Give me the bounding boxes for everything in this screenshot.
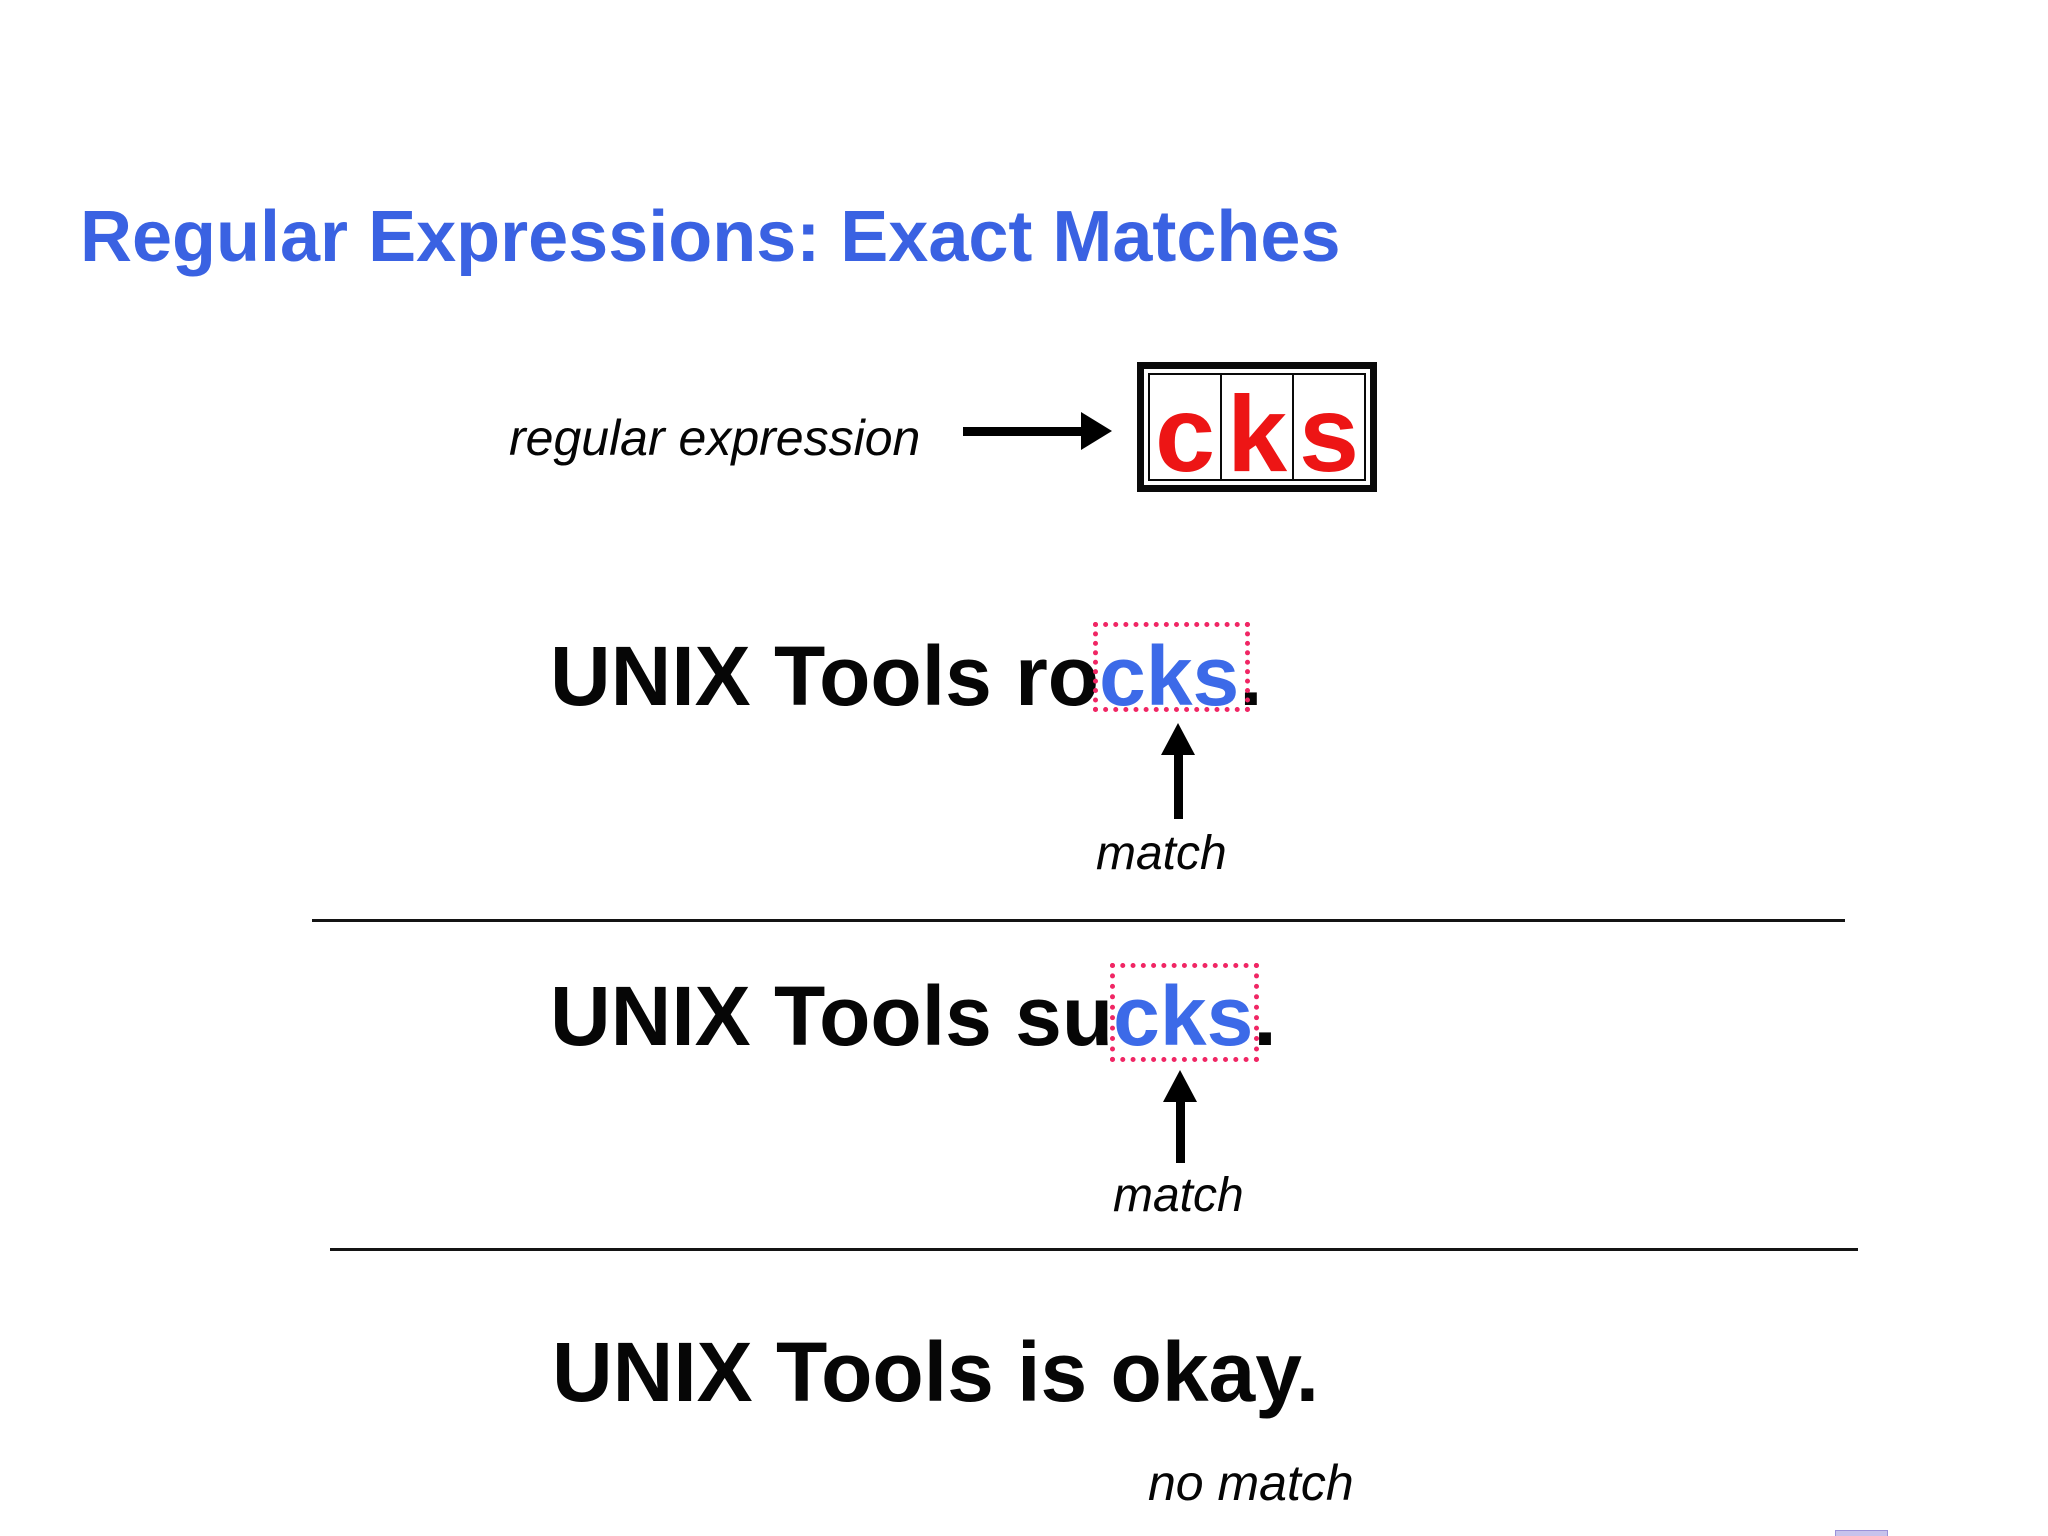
example-sentence-3: UNIX Tools is okay. xyxy=(552,1330,1319,1414)
up-arrow-icon-2 xyxy=(1163,1070,1197,1102)
sentence-2-match-wrap: cks xyxy=(1110,963,1260,1062)
sentence-2-pre: UNIX Tools su xyxy=(550,969,1114,1063)
sentence-2-matched-text: cks xyxy=(1113,969,1254,1063)
right-arrow-head-icon xyxy=(1081,412,1112,450)
regex-cell-s: s xyxy=(1294,375,1364,493)
match-label-1: match xyxy=(1096,827,1227,880)
right-arrow-icon xyxy=(963,427,1081,436)
regex-cell-c: c xyxy=(1150,375,1222,493)
sentence-1-match-wrap: cks xyxy=(1093,622,1251,718)
regex-pattern-box: c k s xyxy=(1137,362,1377,493)
regex-letter-k: k xyxy=(1226,373,1288,494)
sentence-1-pre: UNIX Tools ro xyxy=(550,629,1100,723)
partial-scrollbar-fragment[interactable] xyxy=(1835,1530,1888,1536)
section-divider-1 xyxy=(312,919,1845,922)
regex-cell-k: k xyxy=(1222,375,1294,493)
up-arrow-icon-1 xyxy=(1161,723,1195,755)
regex-letter-c: c xyxy=(1154,373,1216,494)
sentence-3-text: UNIX Tools is okay. xyxy=(552,1325,1320,1419)
dotted-match-box-1 xyxy=(1093,622,1251,712)
no-match-label: no match xyxy=(1148,1455,1354,1511)
regex-letter-s: s xyxy=(1298,373,1360,494)
match-label-2: match xyxy=(1113,1169,1244,1222)
sentence-1-post: . xyxy=(1239,629,1263,723)
regex-label: regular expression xyxy=(509,410,921,466)
up-arrow-shaft-2 xyxy=(1176,1100,1185,1163)
up-arrow-shaft-1 xyxy=(1174,753,1183,819)
slide-title: Regular Expressions: Exact Matches xyxy=(80,197,1341,277)
section-divider-2 xyxy=(330,1248,1858,1251)
sentence-1-matched-text: cks xyxy=(1099,629,1240,723)
regex-pattern-inner-box: c k s xyxy=(1148,373,1366,493)
dotted-match-box-2 xyxy=(1110,963,1260,1062)
